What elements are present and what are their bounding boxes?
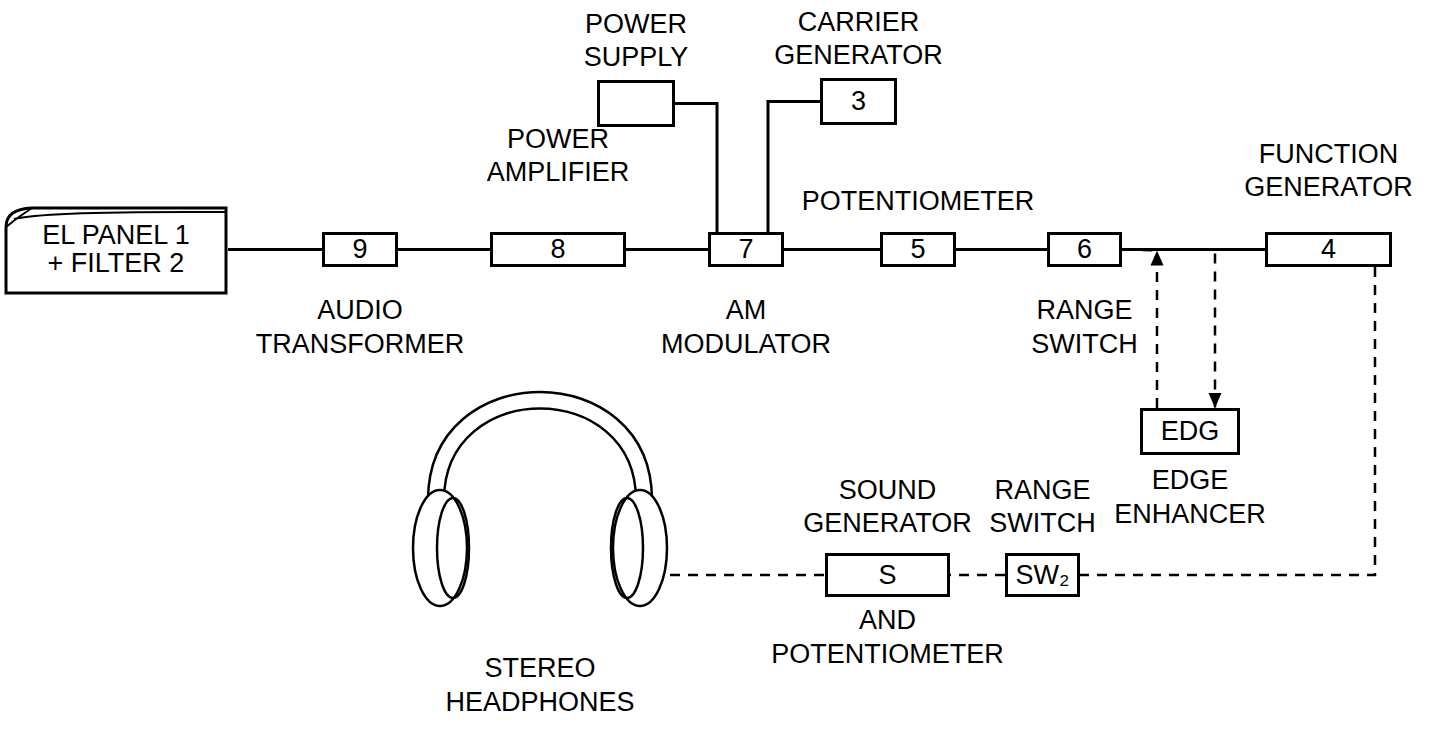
headband-outer [428,392,652,500]
block-name: CARRIER GENERATOR [774,6,943,74]
headphone-wire [670,574,824,577]
right-earcup [613,490,667,606]
block-box: 7AM MODULATOR [708,232,784,267]
block-box: CARRIER GENERATOR3 [820,78,897,125]
wire-connector [784,249,880,250]
block-name: FUNCTION GENERATOR [1244,138,1413,206]
block-name: POWER SUPPLY [584,8,689,76]
connector-line [956,248,1047,251]
headband-inner [444,409,636,501]
box-label: 3 [851,87,866,115]
box-label: SW₂ [1016,561,1070,589]
connector-line [784,248,880,251]
block-box: POWER SUPPLY [597,80,675,127]
device-label: STEREO HEADPHONES [445,652,634,720]
wire-connector [398,249,490,250]
right-earpad [611,498,643,598]
block-name: AND POTENTIOMETER [771,604,1004,672]
box-label: EL PANEL 1 + FILTER 2 [36,221,196,278]
box-label: 4 [1321,235,1336,263]
block-box: 6RANGE SWITCH [1047,232,1122,267]
signal-connector [1209,250,1266,409]
panel-shape: EL PANEL 1 + FILTER 2 [4,203,228,295]
connector-line [1215,250,1265,409]
panel-body [6,208,226,293]
connector-line [398,248,490,251]
box-label: 6 [1077,235,1092,263]
wire-connector [675,104,717,233]
connector-line [675,104,717,233]
block-name: RANGE SWITCH [989,474,1095,542]
block-box: POWER AMPLIFIER8 [490,232,626,267]
wire-connector [956,249,1047,250]
connector-line [950,574,1005,577]
box-label: 8 [550,235,565,263]
band-slider [428,499,652,502]
left-earcup [413,490,467,606]
wire-connector [228,249,322,250]
block-name: AM MODULATOR [661,294,831,362]
arrowhead [1209,393,1222,408]
block-box: POTENTIOMETER5 [880,232,956,267]
block-box: FUNCTION GENERATOR4 [1265,232,1392,267]
left-earpad [437,498,469,598]
block-box: SOUND GENERATORSAND POTENTIOMETER [825,553,950,597]
block-name: SOUND GENERATOR [803,474,972,542]
block-name: RANGE SWITCH [1031,294,1137,362]
box-label: S [878,561,896,589]
block-box: EDGEDGE ENHANCER [1140,408,1240,455]
signal-connector [950,575,1005,576]
block-name: POWER AMPLIFIER [487,123,630,191]
block-name: AUDIO TRANSFORMER [256,294,465,362]
wire-connector [626,249,708,250]
block-name: POTENTIOMETER [802,185,1035,219]
headphones-illustration [413,392,667,606]
block-name: EDGE ENHANCER [1114,464,1266,532]
connector-line [228,248,322,251]
box-label: 7 [738,235,753,263]
block-box: 9AUDIO TRANSFORMER [322,232,398,267]
box-label: 9 [352,235,367,263]
box-label: EDG [1161,417,1220,445]
block-box: RANGE SWITCHSW₂ [1005,553,1080,597]
connector-line [626,248,708,251]
arrowhead [1151,251,1164,266]
box-label: 5 [910,235,925,263]
